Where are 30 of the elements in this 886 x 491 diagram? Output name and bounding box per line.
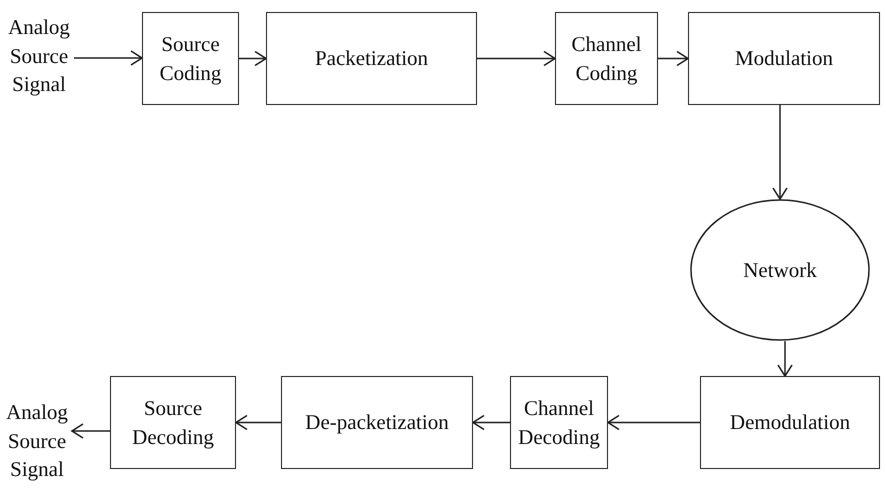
arrow xyxy=(239,50,267,66)
process-box xyxy=(110,376,236,469)
network-ellipse xyxy=(690,199,870,341)
arrow xyxy=(71,423,110,439)
arrow xyxy=(607,414,700,430)
process-box xyxy=(142,12,239,105)
process-box xyxy=(555,12,658,105)
signal-label: Analog Source Signal xyxy=(5,399,69,484)
node-label: Network xyxy=(743,256,817,284)
arrow xyxy=(235,414,281,430)
node-label: Channel Coding xyxy=(570,31,642,86)
process-box xyxy=(281,376,473,469)
arrow xyxy=(658,50,689,66)
process-box xyxy=(688,12,880,105)
node-label: Source Decoding xyxy=(131,395,215,450)
node-label: Modulation xyxy=(735,45,833,72)
node-label: Source Coding xyxy=(158,31,222,86)
node-label: Packetization xyxy=(314,45,428,72)
process-box xyxy=(510,376,608,469)
node-label: De-packetization xyxy=(305,409,449,436)
node-label: Channel Decoding xyxy=(517,395,601,450)
arrow xyxy=(477,50,556,66)
arrow xyxy=(777,341,793,377)
node-label: Demodulation xyxy=(730,409,850,436)
signal-label: Analog Source Signal xyxy=(7,14,71,98)
arrow xyxy=(472,414,510,430)
process-box xyxy=(700,376,880,469)
process-box xyxy=(266,12,477,105)
arrow xyxy=(74,50,143,66)
arrow xyxy=(772,105,788,200)
